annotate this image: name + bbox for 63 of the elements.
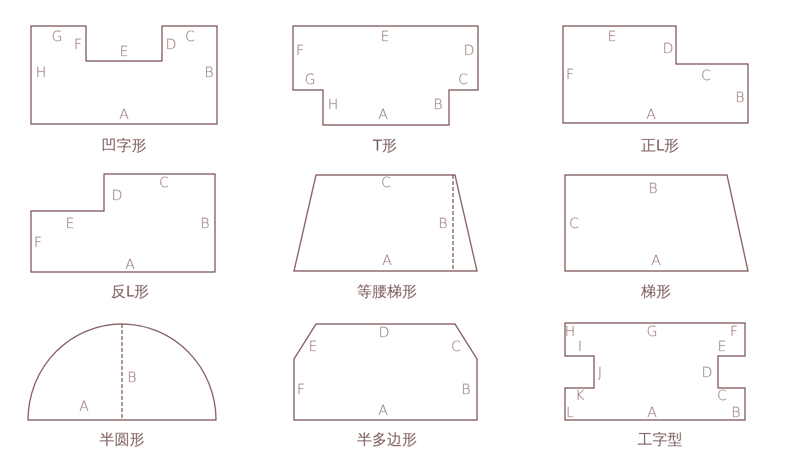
- side-label: B: [200, 217, 210, 231]
- side-label: E: [66, 217, 74, 231]
- shape-caption: 半圆形: [100, 432, 144, 448]
- shape-caption: T形: [372, 138, 398, 154]
- side-label: F: [34, 236, 42, 250]
- side-label: D: [702, 366, 712, 380]
- side-label: G: [304, 73, 316, 87]
- side-label: A: [651, 254, 661, 268]
- side-label: K: [575, 389, 585, 403]
- side-label: B: [735, 91, 745, 105]
- side-label: E: [308, 340, 318, 354]
- side-label: E: [380, 30, 390, 44]
- side-label: C: [717, 389, 727, 403]
- side-label: E: [120, 45, 128, 59]
- side-label: D: [378, 326, 390, 340]
- side-label: F: [296, 383, 306, 397]
- side-label: H: [564, 325, 576, 339]
- side-label: B: [433, 98, 443, 112]
- shape-caption: 正L形: [640, 138, 680, 154]
- side-label: D: [662, 42, 674, 56]
- side-label: A: [378, 404, 388, 418]
- side-label: E: [718, 340, 726, 354]
- shape-caption: 反L形: [110, 284, 150, 300]
- side-label: F: [296, 44, 304, 58]
- side-label: C: [569, 217, 579, 231]
- side-label: F: [730, 325, 738, 339]
- side-label: J: [598, 366, 602, 380]
- side-label: G: [52, 30, 62, 44]
- side-label: B: [648, 182, 658, 196]
- side-label: B: [438, 217, 448, 231]
- side-label: L: [566, 406, 574, 420]
- side-label: D: [166, 38, 176, 52]
- side-label: C: [701, 69, 711, 83]
- side-label: I: [578, 340, 582, 354]
- side-label: C: [159, 176, 169, 190]
- side-label: B: [127, 371, 137, 385]
- shape-caption: 凹字形: [102, 138, 146, 154]
- side-label: A: [646, 108, 656, 122]
- side-label: C: [185, 30, 195, 44]
- side-label: D: [112, 189, 122, 203]
- side-label: F: [74, 38, 82, 52]
- side-label: C: [451, 340, 461, 354]
- side-label: C: [458, 73, 468, 87]
- side-label: A: [382, 254, 392, 268]
- side-label: E: [608, 30, 616, 44]
- side-label: G: [646, 325, 658, 339]
- side-label: H: [36, 66, 46, 80]
- side-label: A: [79, 400, 89, 414]
- shape-caption: 梯形: [641, 284, 671, 300]
- side-label: A: [378, 108, 388, 122]
- side-label: A: [119, 108, 129, 122]
- side-label: B: [204, 66, 214, 80]
- side-label: B: [731, 406, 741, 420]
- side-label: D: [464, 44, 474, 58]
- shape-caption: 半多边形: [357, 432, 417, 448]
- side-label: F: [566, 68, 574, 82]
- shape-caption: 工字型: [638, 432, 682, 448]
- side-label: A: [125, 258, 135, 272]
- side-label: C: [381, 176, 391, 190]
- side-label: A: [647, 406, 657, 420]
- side-label: H: [328, 98, 338, 112]
- shape-caption: 等腰梯形: [357, 284, 417, 300]
- side-label: B: [461, 383, 471, 397]
